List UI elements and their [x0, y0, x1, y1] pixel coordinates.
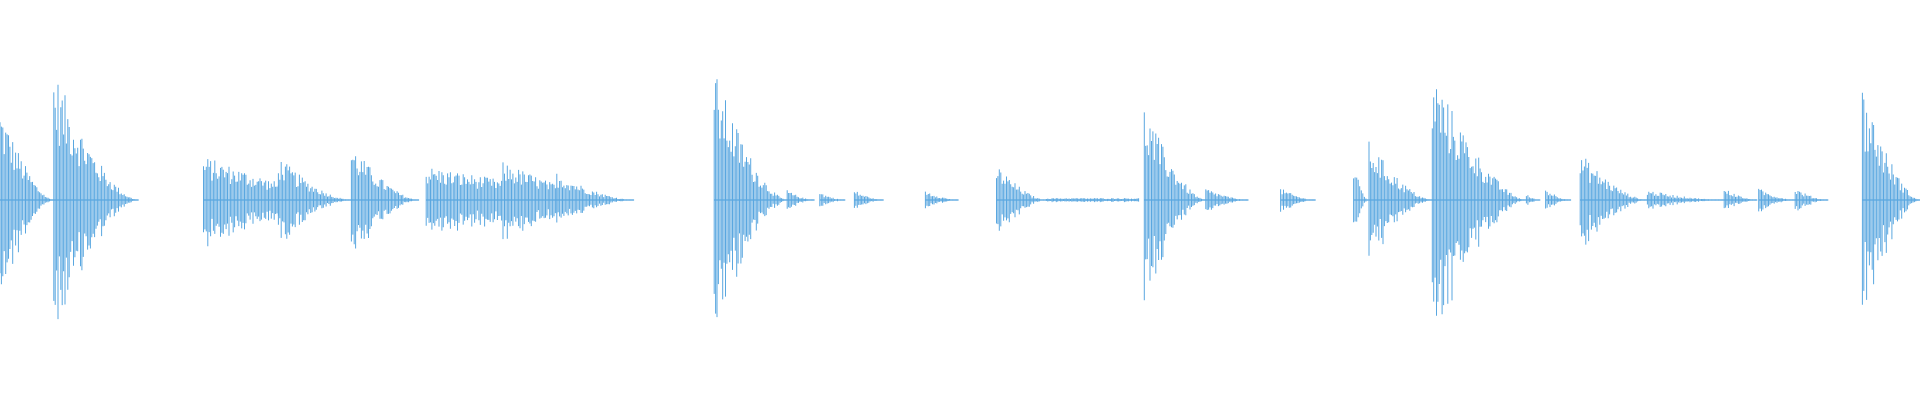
- waveform-segment-1: [53, 84, 139, 320]
- waveform-segment-4: [350, 156, 420, 249]
- waveform-segment-8: [713, 79, 788, 318]
- waveform-segment-15: [1143, 112, 1207, 301]
- waveform-segment-20: [1431, 89, 1527, 316]
- waveform-segment-7: [556, 173, 635, 223]
- waveform-segment-27: [1794, 191, 1829, 211]
- waveform-segments: [0, 79, 1920, 320]
- waveform-segment-6: [502, 162, 558, 240]
- waveform-segment-2: [203, 159, 279, 247]
- waveform-segment-23: [1579, 158, 1648, 245]
- waveform-segment-0: [0, 122, 55, 285]
- waveform-segment-19: [1368, 141, 1433, 256]
- waveform-segment-28: [1861, 92, 1920, 305]
